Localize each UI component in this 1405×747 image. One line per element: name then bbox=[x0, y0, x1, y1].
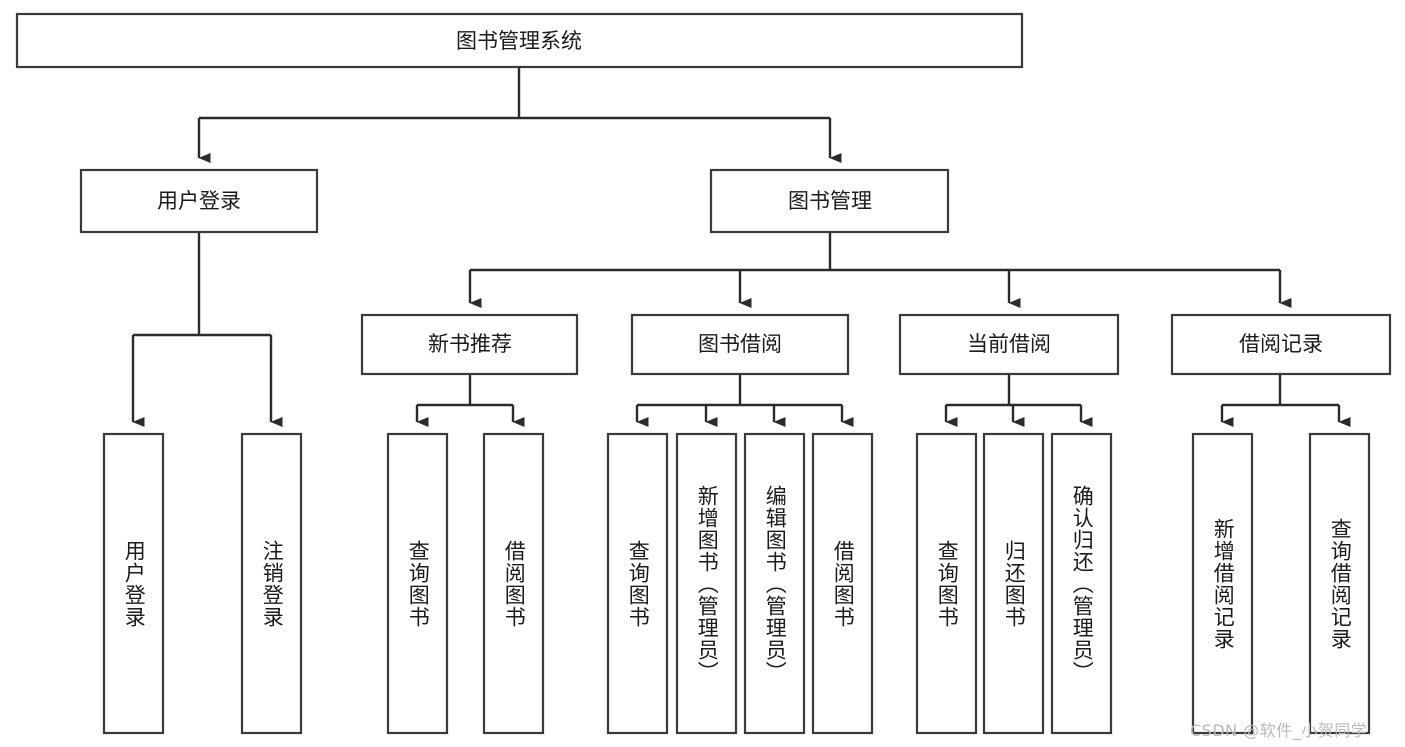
node-borrow-record[interactable]: 借阅记录 bbox=[1170, 313, 1392, 376]
connector-group-book-borrow-to-leaves bbox=[635, 374, 854, 427]
connector-group-book-management-to-level3 bbox=[468, 232, 1292, 308]
leaf-return-book-box[interactable] bbox=[982, 432, 1045, 735]
leaf-borrow-book-recommend-box[interactable] bbox=[482, 432, 545, 735]
leaf-query-borrow-record-box[interactable] bbox=[1308, 432, 1371, 735]
node-current-borrow-box[interactable] bbox=[898, 313, 1120, 376]
leaf-edit-book-admin-box[interactable] bbox=[743, 432, 806, 735]
connector-group-current-borrow-to-leaves bbox=[944, 374, 1093, 427]
connector-group-root-to-level2 bbox=[197, 67, 842, 163]
leaf-query-book-current-box[interactable] bbox=[915, 432, 978, 735]
node-book-management-label: 图书管理 bbox=[788, 189, 872, 213]
node-user-login-box[interactable] bbox=[79, 168, 319, 234]
leaf-query-book-recommend-box[interactable] bbox=[386, 432, 449, 735]
leaf-query-book-borrow-box[interactable] bbox=[606, 432, 669, 735]
connector-group-new-book-recommend-to-leaves bbox=[415, 374, 525, 427]
node-user-login-label: 用户登录 bbox=[157, 189, 241, 213]
leaf-borrow-book-box[interactable] bbox=[811, 432, 874, 735]
node-current-borrow[interactable]: 当前借阅 bbox=[898, 313, 1120, 376]
leaf-add-book-admin-box[interactable] bbox=[675, 432, 738, 735]
node-root-box[interactable] bbox=[15, 12, 1024, 69]
leaf-logout-login-box[interactable] bbox=[240, 432, 303, 735]
leaf-boxes bbox=[102, 432, 1371, 735]
node-root-label: 图书管理系统 bbox=[456, 29, 582, 53]
node-book-borrow-label: 图书借阅 bbox=[698, 332, 782, 356]
node-borrow-record-label: 借阅记录 bbox=[1239, 332, 1323, 356]
connector-group-borrow-record-to-leaves bbox=[1220, 374, 1351, 427]
connector-group-user-login-to-leaves bbox=[131, 232, 283, 427]
node-book-borrow-box[interactable] bbox=[630, 313, 850, 376]
node-book-management-box[interactable] bbox=[709, 168, 950, 234]
node-root[interactable]: 图书管理系统 bbox=[15, 12, 1024, 69]
node-book-borrow[interactable]: 图书借阅 bbox=[630, 313, 850, 376]
node-new-book-recommend-box[interactable] bbox=[360, 313, 579, 376]
watermark-text: CSDN @软件_小贺同学 bbox=[1190, 721, 1368, 740]
node-book-management[interactable]: 图书管理 bbox=[709, 168, 950, 234]
node-borrow-record-box[interactable] bbox=[1170, 313, 1392, 376]
node-user-login[interactable]: 用户登录 bbox=[79, 168, 319, 234]
node-new-book-recommend-label: 新书推荐 bbox=[428, 332, 512, 356]
leaf-add-borrow-record-box[interactable] bbox=[1191, 432, 1254, 735]
leaf-confirm-return-admin-box[interactable] bbox=[1050, 432, 1113, 735]
node-current-borrow-label: 当前借阅 bbox=[967, 332, 1051, 356]
node-new-book-recommend[interactable]: 新书推荐 bbox=[360, 313, 579, 376]
leaf-user-login-box[interactable] bbox=[102, 432, 165, 735]
